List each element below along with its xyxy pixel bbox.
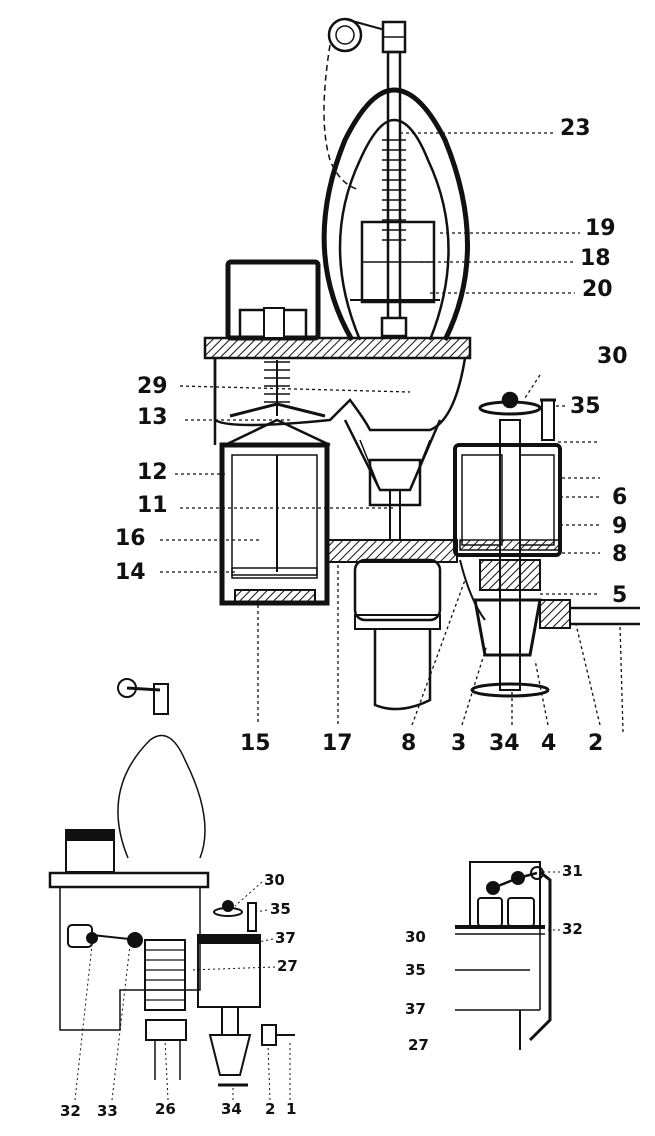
float-base-14 bbox=[231, 567, 318, 579]
side-cone bbox=[208, 1034, 252, 1076]
label-30: 30 bbox=[597, 344, 628, 369]
outlet-nut bbox=[353, 558, 442, 622]
side-pipe-nut bbox=[261, 1024, 277, 1046]
label-2: 2 bbox=[588, 731, 604, 756]
float-16 bbox=[231, 454, 318, 576]
label-3: 3 bbox=[451, 731, 467, 756]
side-flange bbox=[48, 871, 210, 889]
label-6: 6 bbox=[612, 485, 628, 510]
side-label-34: 34 bbox=[221, 1100, 242, 1118]
detail-label-27: 27 bbox=[408, 1036, 429, 1054]
union-nut bbox=[539, 599, 571, 629]
label-34: 34 bbox=[489, 731, 520, 756]
detail-label-31: 31 bbox=[562, 862, 583, 880]
detail-label-30: 30 bbox=[405, 928, 426, 946]
side-body bbox=[59, 887, 201, 1031]
detail-box bbox=[469, 861, 541, 928]
dome-outer bbox=[321, 87, 470, 342]
detail-leader-lines bbox=[543, 871, 560, 931]
label-23: 23 bbox=[560, 116, 591, 141]
label-11: 11 bbox=[137, 493, 168, 518]
side-label-30: 30 bbox=[264, 871, 285, 889]
jet-11 bbox=[389, 490, 401, 541]
diaphragm-9 bbox=[459, 539, 561, 551]
dashpot-6 bbox=[453, 443, 562, 557]
outlet-pipe bbox=[373, 630, 432, 711]
handle-4 bbox=[470, 682, 550, 698]
label-4: 4 bbox=[541, 731, 557, 756]
passage-17 bbox=[326, 539, 458, 563]
mixing-chamber-29 bbox=[213, 357, 467, 432]
stem-35 bbox=[541, 399, 555, 441]
detail-view-figure bbox=[455, 861, 552, 1050]
valve-body-5 bbox=[479, 559, 541, 591]
side-label-26: 26 bbox=[155, 1100, 176, 1118]
label-8-bottom: 8 bbox=[401, 731, 417, 756]
side-outlet bbox=[145, 1019, 187, 1041]
label-29: 29 bbox=[137, 374, 168, 399]
main-section-figure bbox=[203, 17, 640, 711]
side-label-32: 32 bbox=[60, 1102, 81, 1120]
label-14: 14 bbox=[115, 560, 146, 585]
side-leader-lines bbox=[74, 881, 291, 1101]
main-flange bbox=[203, 336, 472, 360]
label-18: 18 bbox=[580, 246, 611, 271]
label-9: 9 bbox=[612, 514, 628, 539]
spring-19 bbox=[382, 139, 406, 241]
detail-label-37: 37 bbox=[405, 1000, 426, 1018]
label-35: 35 bbox=[570, 394, 601, 419]
valve-stem-34 bbox=[499, 589, 521, 691]
label-20: 20 bbox=[582, 277, 613, 302]
label-15: 15 bbox=[240, 731, 271, 756]
jet-housing bbox=[368, 458, 422, 507]
label-16: 16 bbox=[115, 526, 146, 551]
detail-label-35: 35 bbox=[405, 961, 426, 979]
side-label-27: 27 bbox=[277, 957, 298, 975]
detail-label-32: 32 bbox=[562, 920, 583, 938]
label-12: 12 bbox=[137, 460, 168, 485]
valve-cone-3 bbox=[473, 598, 542, 657]
side-label-1: 1 bbox=[286, 1100, 297, 1118]
lever-outline bbox=[323, 44, 361, 191]
fuel-pipe-2 bbox=[570, 606, 640, 626]
side-view-figure bbox=[48, 678, 295, 1087]
piston-nut bbox=[380, 316, 408, 338]
pulley-wheel bbox=[327, 17, 363, 53]
float-chamber bbox=[219, 442, 330, 606]
main-leader-lines bbox=[160, 132, 624, 733]
label-17: 17 bbox=[322, 731, 353, 756]
label-19: 19 bbox=[585, 216, 616, 241]
side-label-35: 35 bbox=[270, 900, 291, 918]
label-5: 5 bbox=[612, 583, 628, 608]
label-8-right: 8 bbox=[612, 542, 628, 567]
label-13: 13 bbox=[137, 405, 168, 430]
side-label-2: 2 bbox=[265, 1100, 276, 1118]
side-label-37: 37 bbox=[275, 929, 296, 947]
choke-funnel bbox=[343, 419, 442, 492]
side-dome bbox=[117, 734, 206, 859]
chamber-base-15 bbox=[234, 589, 316, 605]
dome-inner bbox=[338, 118, 450, 341]
side-dashpot bbox=[197, 934, 261, 1008]
side-label-33: 33 bbox=[97, 1102, 118, 1120]
side-grille bbox=[144, 939, 186, 1011]
